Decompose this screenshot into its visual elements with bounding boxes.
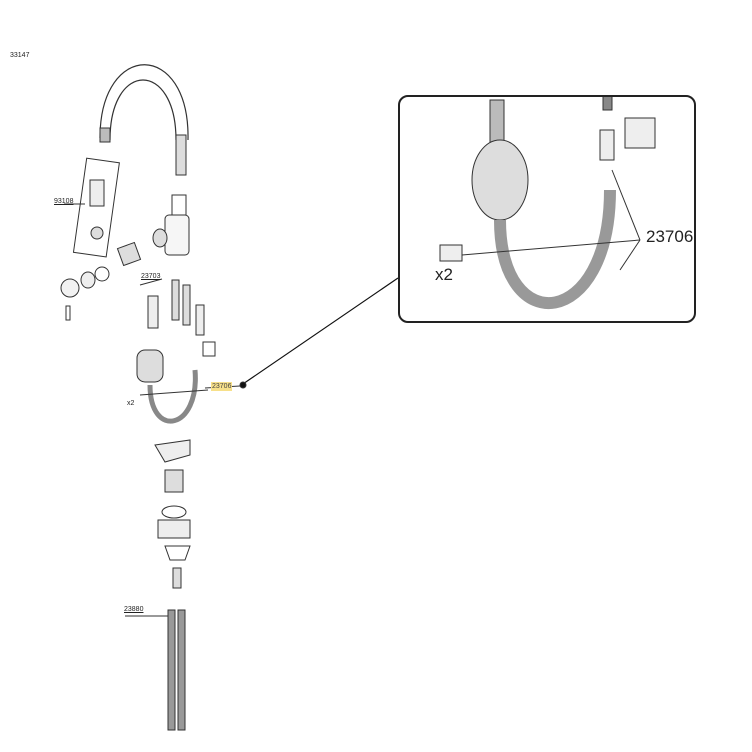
quantity-label: x2: [127, 400, 135, 407]
part-label-23703[interactable]: 23703: [141, 273, 161, 280]
part-label-93108[interactable]: 93108: [54, 198, 74, 205]
part-label-23706[interactable]: 23706: [211, 382, 233, 391]
spout: [99, 64, 189, 141]
callout-dot: [239, 381, 247, 389]
spray-head-kit-box: [72, 157, 120, 258]
diagram-id: 33147: [10, 52, 30, 59]
hose: [147, 369, 198, 424]
inset-quantity-label: x2: [435, 265, 453, 284]
part-label-23880[interactable]: 23880: [124, 606, 144, 613]
detail-inset: [398, 95, 696, 323]
inset-part-label[interactable]: 23706: [646, 227, 694, 246]
